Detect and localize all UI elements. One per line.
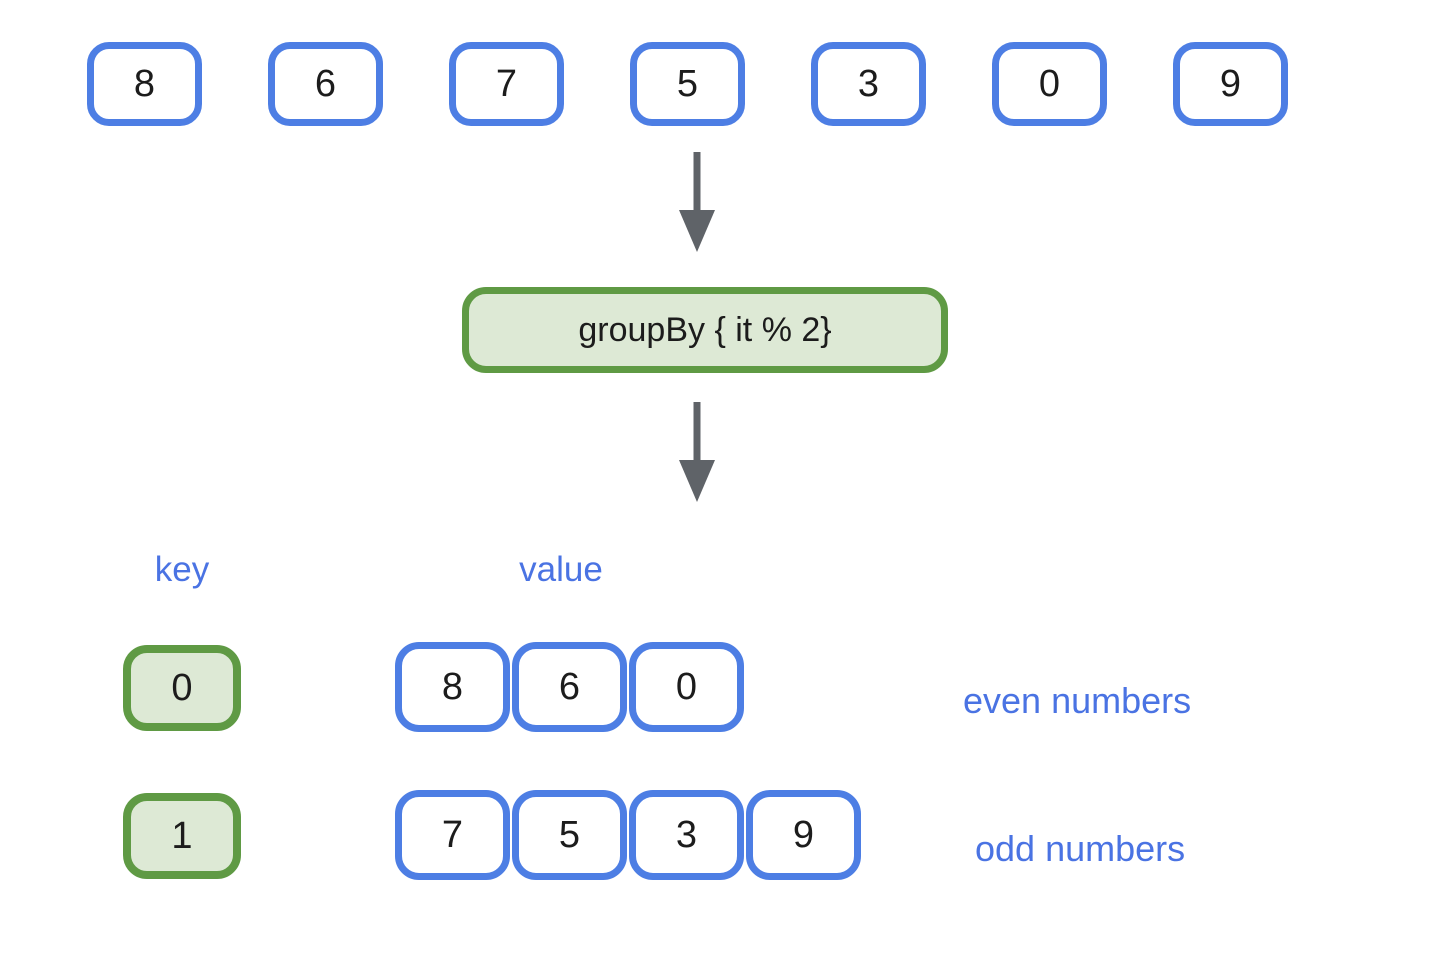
value-column-header: value xyxy=(519,550,603,589)
group-annotation: odd numbers xyxy=(975,828,1186,869)
group-values-list: 7 5 3 9 xyxy=(395,790,861,880)
input-number-box: 8 xyxy=(87,42,202,126)
group-value-box: 5 xyxy=(512,790,627,880)
input-number-box: 6 xyxy=(268,42,383,126)
group-values-list: 8 6 0 xyxy=(395,642,744,732)
input-number-box: 7 xyxy=(449,42,564,126)
group-value-box: 3 xyxy=(629,790,744,880)
group-value-box: 8 xyxy=(395,642,510,732)
input-number-box: 3 xyxy=(811,42,926,126)
input-number-box: 5 xyxy=(630,42,745,126)
key-column-header: key xyxy=(154,550,210,589)
down-arrow-icon xyxy=(679,152,715,252)
input-list: 8 6 7 5 3 0 9 xyxy=(87,42,1288,126)
input-number-box: 9 xyxy=(1173,42,1288,126)
input-number-box: 0 xyxy=(992,42,1107,126)
group-value-box: 6 xyxy=(512,642,627,732)
groupby-operation-box: groupBy { it % 2} xyxy=(462,287,948,373)
group-key-box: 0 xyxy=(123,645,241,731)
down-arrow-icon xyxy=(679,402,715,502)
group-value-box: 9 xyxy=(746,790,861,880)
group-value-box: 7 xyxy=(395,790,510,880)
group-annotation: even numbers xyxy=(963,680,1192,721)
group-value-box: 0 xyxy=(629,642,744,732)
group-key-box: 1 xyxy=(123,793,241,879)
